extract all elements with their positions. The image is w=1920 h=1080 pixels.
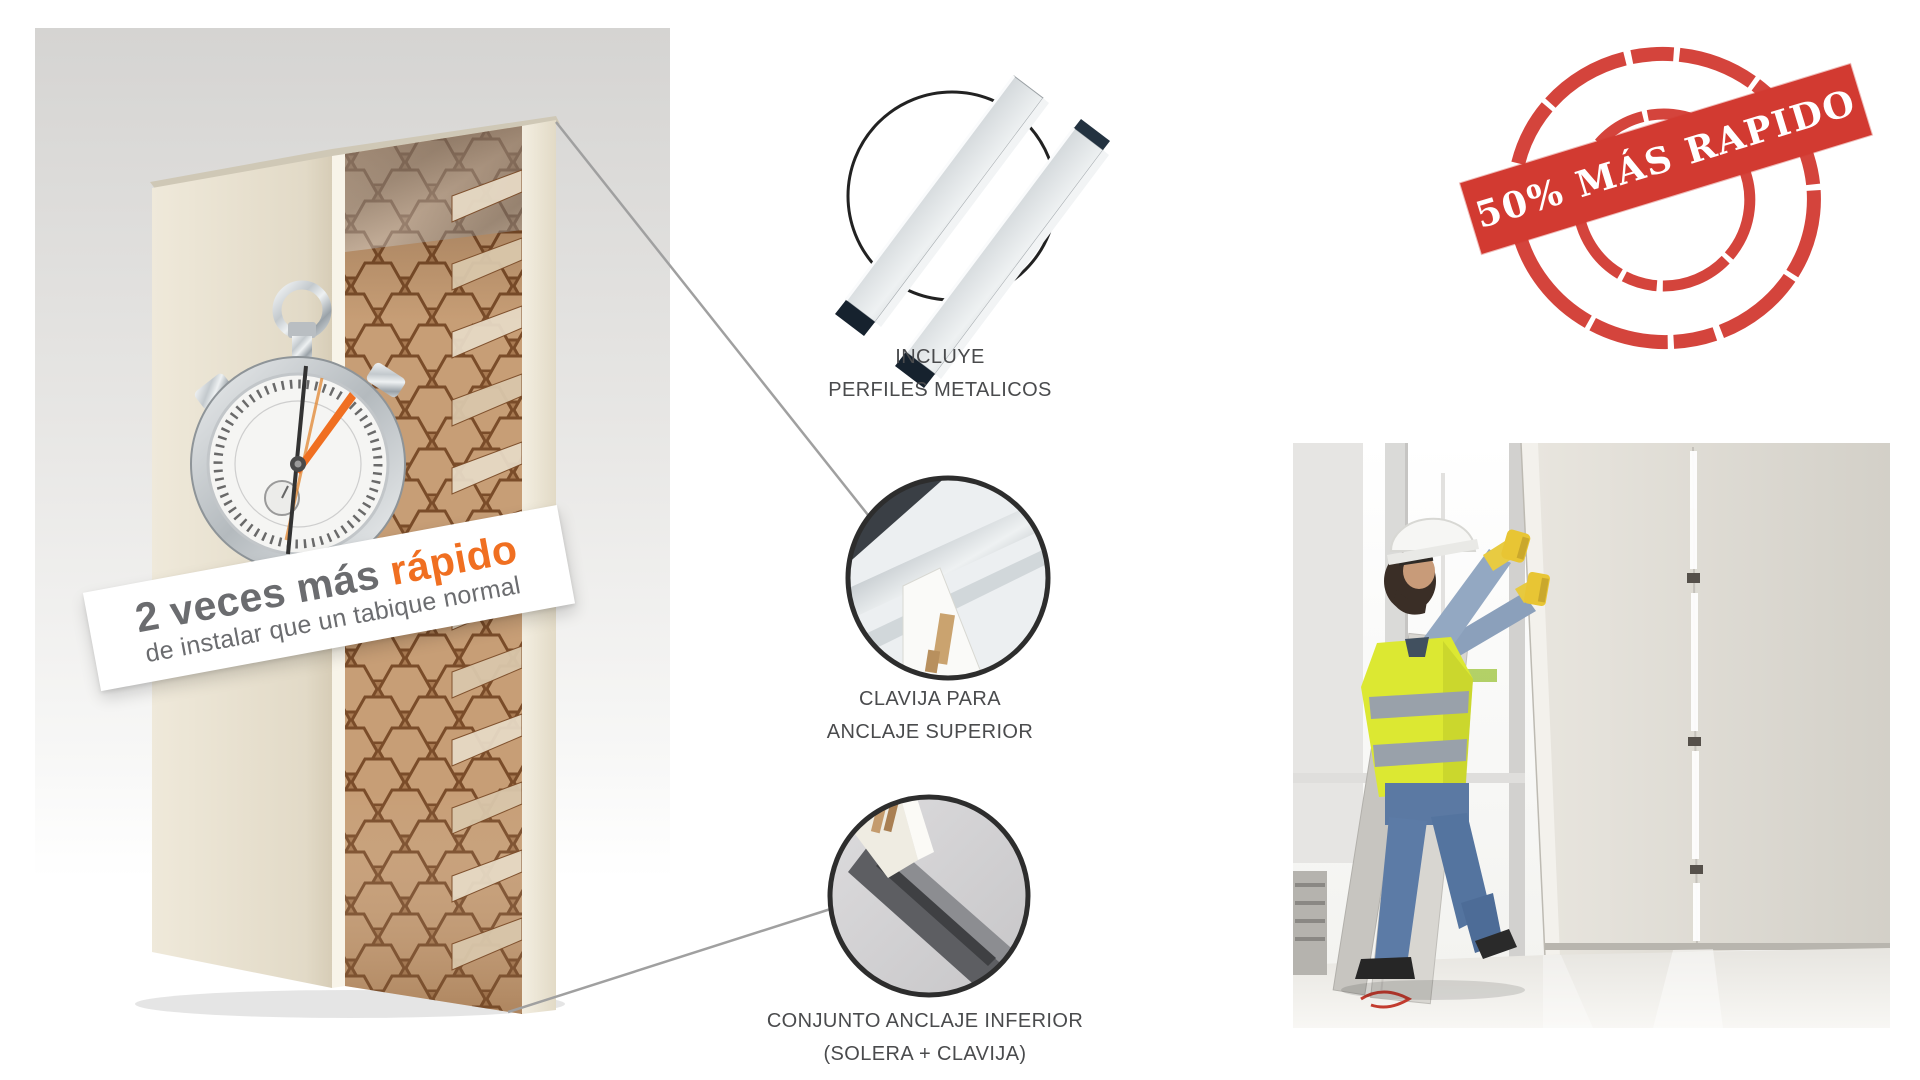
floor	[1293, 948, 1890, 1028]
rubber-stamp: 50% MÁS RAPIDO	[1460, 28, 1888, 358]
worker-front-leg	[1375, 817, 1427, 965]
panel-seam-clips	[1687, 573, 1703, 874]
stopwatch-stem	[292, 336, 312, 358]
stopwatch-pusher-right	[366, 362, 406, 398]
callout-label-profiles-line1: INCLUYE	[895, 346, 985, 368]
callout-label-top-anchor-line1: CLAVIJA PARA	[859, 688, 1001, 710]
wall-base-line	[1545, 943, 1890, 950]
callout-label-bottom-anchor: CONJUNTO ANCLAJE INFERIOR (SOLERA + CLAV…	[735, 1005, 1115, 1071]
vest-stripe-2	[1373, 739, 1467, 767]
callout-ring-2	[845, 475, 1051, 681]
panel-seam-gaps	[1690, 451, 1700, 941]
stopwatch	[190, 280, 406, 572]
worker-glasses	[1398, 557, 1434, 566]
callout-label-bottom-anchor-line1: CONJUNTO ANCLAJE INFERIOR	[766, 1010, 1084, 1032]
callout-ring-3	[827, 794, 1031, 998]
callout-label-profiles-line2: PERFILES METALICOS	[828, 379, 1052, 401]
worker-shadow	[1341, 980, 1525, 1000]
red-cable	[1360, 990, 1413, 1009]
worker-shoe-front	[1355, 957, 1415, 979]
window-frame-column-2	[1509, 443, 1525, 965]
stopwatch-ticks	[213, 379, 383, 549]
floor-reflection	[1653, 949, 1723, 1028]
stopwatch-inner-ring	[234, 400, 362, 528]
vest-stripe-1	[1369, 691, 1469, 719]
stopwatch-hand-orange	[294, 392, 356, 474]
wall-panel-edge	[1521, 443, 1560, 957]
callout-label-bottom-anchor-line2: (SOLERA + CLAVIJA)	[823, 1043, 1027, 1065]
vent-unit	[1293, 871, 1327, 975]
leader-line-top-anchor	[555, 121, 873, 521]
callout-metal-profiles	[835, 75, 1110, 388]
leader-line-bottom-anchor	[507, 904, 841, 1014]
worker-helmet-brim	[1387, 539, 1479, 565]
wall-panel	[1521, 443, 1890, 957]
worker	[1341, 517, 1550, 1000]
worker-collar	[1405, 637, 1429, 657]
callout-top-anchor	[845, 475, 1051, 681]
stopwatch-pusher-left	[194, 373, 233, 410]
worker-far-arm	[1439, 593, 1536, 661]
callout-bottom-anchor	[827, 794, 1031, 998]
wall-corner	[1293, 443, 1363, 863]
callout-label-top-anchor-line2: ANCLAJE SUPERIOR	[826, 721, 1034, 743]
callout-label-profiles: INCLUYE PERFILES METALICOS	[790, 341, 1090, 407]
worker-shoe-back	[1475, 929, 1517, 959]
callout-label-top-anchor: CLAVIJA PARA ANCLAJE SUPERIOR	[780, 683, 1080, 749]
stamp-inner-ring	[1572, 108, 1756, 292]
stopwatch-crown	[288, 322, 316, 338]
partition-illustration	[35, 28, 1110, 1018]
installation-photo	[1293, 443, 1890, 1028]
worker-helmet	[1389, 517, 1477, 552]
